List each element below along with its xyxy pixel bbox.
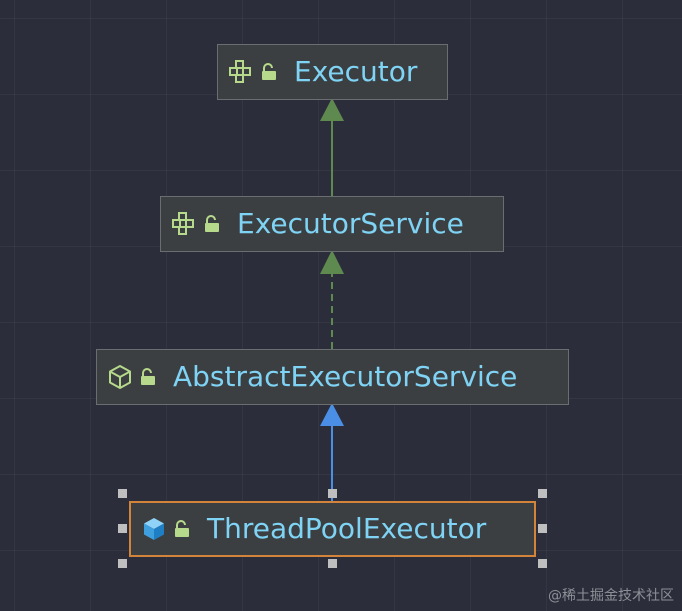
node-label: ThreadPoolExecutor <box>207 512 487 545</box>
abstract-class-icon <box>107 364 133 390</box>
selection-handle-bottom-right[interactable] <box>538 559 547 568</box>
unlocked-icon <box>203 214 221 234</box>
node-label: AbstractExecutorService <box>173 360 518 393</box>
selection-handle-bottom-center[interactable] <box>328 559 337 568</box>
interface-icon <box>171 211 197 237</box>
selection-handle-top-center[interactable] <box>328 489 337 498</box>
unlocked-icon <box>260 62 278 82</box>
unlocked-icon <box>139 367 157 387</box>
unlocked-icon <box>173 519 191 539</box>
inheritance-arrowhead <box>320 403 344 426</box>
selection-handle-top-right[interactable] <box>538 489 547 498</box>
class-icon <box>141 516 167 542</box>
node-abstract-executor-service[interactable]: AbstractExecutorService <box>96 349 569 405</box>
selection-handle-middle-right[interactable] <box>538 524 547 533</box>
node-label: Executor <box>294 55 418 88</box>
selection-handle-bottom-left[interactable] <box>118 559 127 568</box>
interface-icon <box>228 59 254 85</box>
node-label: ExecutorService <box>237 207 464 240</box>
selection-handle-middle-left[interactable] <box>118 524 127 533</box>
inheritance-arrowhead <box>320 98 344 121</box>
node-executor[interactable]: Executor <box>217 44 448 100</box>
node-thread-pool-executor[interactable]: ThreadPoolExecutor <box>129 501 536 557</box>
node-executor-service[interactable]: ExecutorService <box>160 196 504 252</box>
edge-abstractexecutorservice-to-executorservice <box>320 250 344 349</box>
edge-threadpoolexecutor-to-abstractexecutorservice <box>320 403 344 501</box>
edge-executorservice-to-executor <box>320 98 344 196</box>
implementation-arrowhead <box>320 250 344 274</box>
watermark: @稀土掘金技术社区 <box>548 588 674 604</box>
selection-handle-top-left[interactable] <box>118 489 127 498</box>
